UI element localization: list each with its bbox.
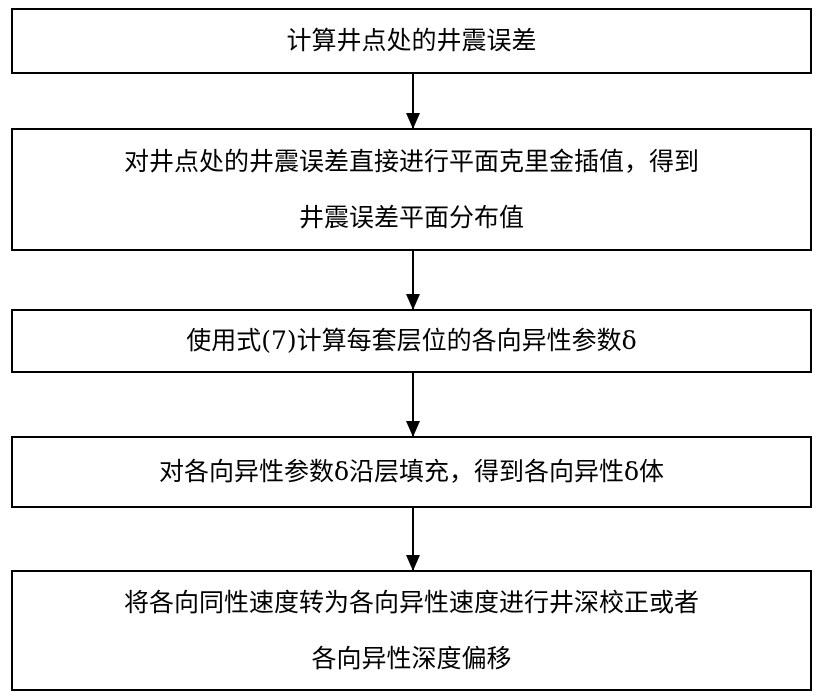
step-2-text-line-1: 对井点处的井震误差直接进行平面克里金插值，得到 (123, 146, 699, 176)
step-2-text-line-2: 井震误差平面分布值 (298, 202, 524, 232)
arrow-4-5 (406, 508, 420, 571)
step-3-text: 使用式(7)计算每套层位的各向异性参数δ (186, 326, 637, 355)
step-2-box: 对井点处的井震误差直接进行平面克里金插值，得到 井震误差平面分布值 (11, 128, 812, 251)
step-3-box: 使用式(7)计算每套层位的各向异性参数δ (11, 309, 812, 373)
step-5-text-line-2: 各向异性深度偏移 (311, 643, 512, 673)
step-4-box: 对各向异性参数δ沿层填充，得到各向异性δ体 (11, 436, 812, 508)
arrow-2-3 (406, 251, 420, 310)
arrow-3-4 (406, 373, 420, 437)
step-4-text: 对各向异性参数δ沿层填充，得到各向异性δ体 (158, 457, 665, 486)
step-1-box: 计算井点处的井震误差 (11, 8, 812, 74)
step-5-box: 将各向同性速度转为各向异性速度进行井深校正或者 各向异性深度偏移 (11, 570, 812, 691)
step-1-text: 计算井点处的井震误差 (286, 26, 537, 55)
step-5-text-line-1: 将各向同性速度转为各向异性速度进行井深校正或者 (123, 587, 699, 617)
arrow-1-2 (406, 74, 420, 129)
